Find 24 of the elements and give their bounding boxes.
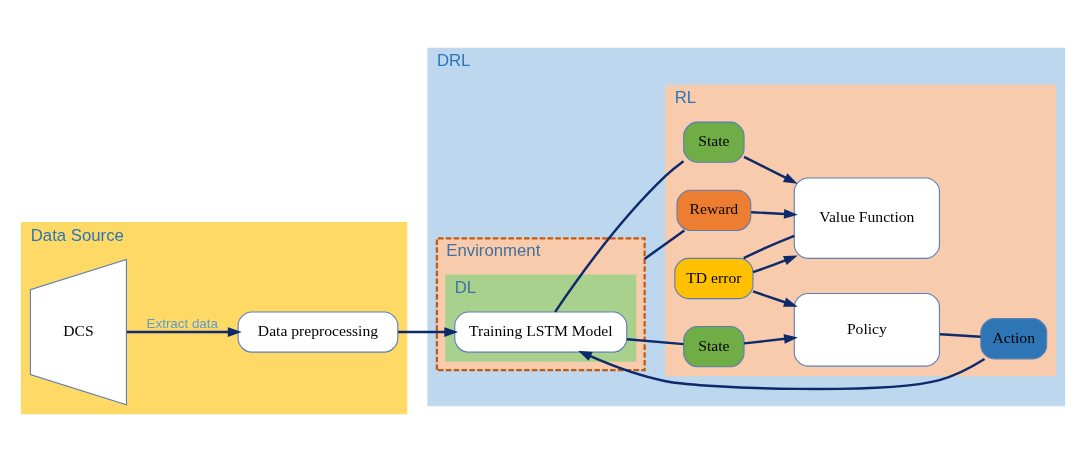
connector [626,338,684,346]
node-box: Data preprocessing [237,311,399,353]
edge-label: Extract data [146,316,218,332]
arrow [126,327,242,337]
arrow [578,350,986,391]
node-box: State [683,121,745,163]
node-box: Value Function [793,177,941,259]
connector [643,229,686,260]
arrow [743,334,798,345]
node-box: State [683,325,745,368]
node-box: Training LSTM Model [454,311,628,353]
connector [554,160,685,313]
arrow [752,290,798,307]
node-box: Policy [793,293,941,367]
arrow [398,327,459,337]
node-box: TD error [674,257,754,300]
arrow [743,155,798,184]
arrow [751,209,798,219]
node-box: Action [980,318,1048,360]
arrow [752,255,798,274]
connector [939,333,981,339]
node-box: Reward [676,189,752,231]
node-box: DCS [29,258,127,406]
connector [743,234,795,260]
